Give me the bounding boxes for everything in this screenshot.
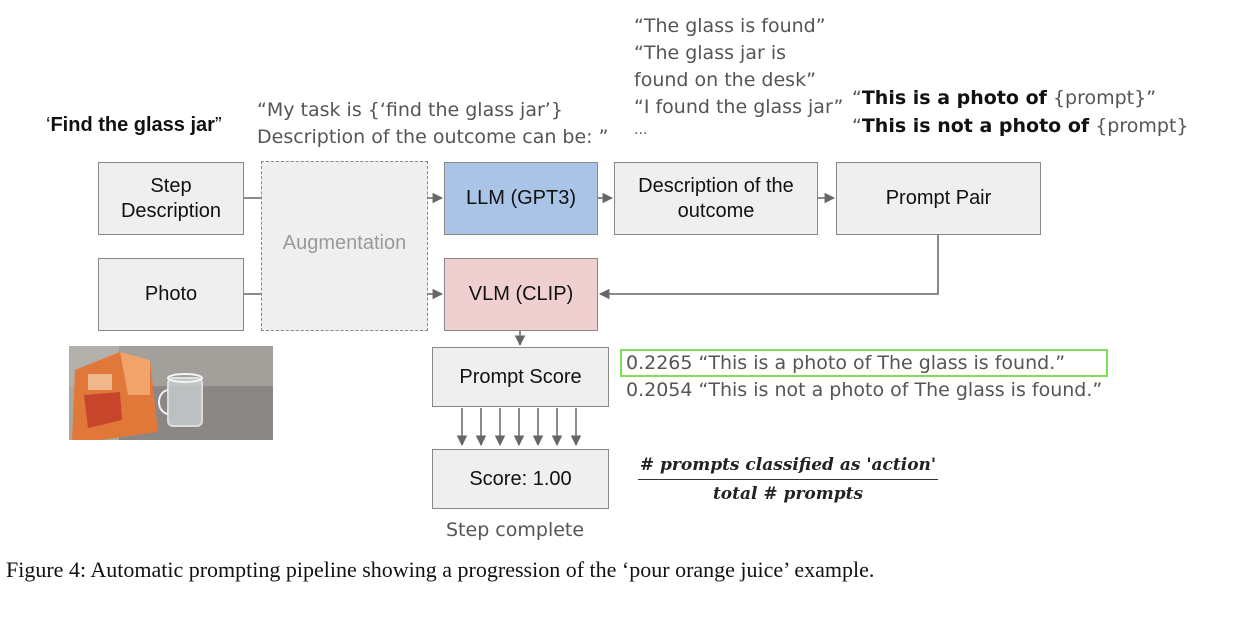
score-text-positive: “This is a photo of The glass is found.” [698,352,1066,374]
prompt-template-negative: “This is not a photo of {prompt} [852,115,1189,137]
score-highlight [620,349,1108,377]
score-result-negative: 0.2054 “This is not a photo of The glass… [626,376,1102,404]
step-status: Step complete [446,519,585,541]
augmentation-prompt: “My task is {‘find the glass jar’} Descr… [257,97,608,150]
vlm-box: VLM (CLIP) [444,258,598,331]
augmentation-prompt-line-1: “My task is {‘find the glass jar’} [257,99,563,121]
llm-output-ellipsis: ... [634,122,648,138]
task-label-text: Find the glass jar [50,114,215,136]
prompt-score-label: Prompt Score [459,365,582,388]
formula-numerator: # prompts classified as 'action' [638,455,938,480]
prompt-score-box: Prompt Score [432,347,609,407]
score-box: Score: 1.00 [432,449,609,509]
prompt-pair-box: Prompt Pair [836,162,1041,235]
step-description-box: Step Description [98,162,244,235]
score-formula: # prompts classified as 'action' total #… [638,455,938,504]
augmentation-box [261,161,428,331]
score-label: Score: 1.00 [469,467,572,490]
prompt-score-arrows [456,408,582,447]
score-value-negative: 0.2054 [626,379,693,401]
prompt-templates: “This is a photo of {prompt}” “This is n… [852,84,1189,140]
score-value-positive: 0.2265 [626,352,693,374]
score-result-positive: 0.2265 “This is a photo of The glass is … [626,349,1065,377]
photo-box: Photo [98,258,244,331]
description-outcome-label: Description of the outcome [638,174,794,222]
augmentation-prompt-line-2: Description of the outcome can be: ” [257,125,609,148]
prompt-template-positive: “This is a photo of {prompt}” [852,87,1157,109]
task-label: ‘Find the glass jar” [46,114,222,136]
llm-output-1: “The glass is found” [634,15,826,37]
llm-label: LLM (GPT3) [465,187,577,209]
step-description-label: Step Description [120,174,222,222]
figure-caption: Figure 4: Automatic prompting pipeline s… [6,557,875,582]
score-text-negative: “This is not a photo of The glass is fou… [698,379,1103,401]
prompt-pair-label: Prompt Pair [885,187,992,209]
llm-outputs: “The glass is found” “The glass jar is f… [634,13,843,139]
photo-thumbnail [69,346,273,440]
llm-output-2: “The glass jar is [634,42,786,64]
llm-output-4: “I found the glass jar” [634,96,844,118]
formula-denominator: total # prompts [712,484,864,504]
arrow-promptpair-to-vlm [598,235,939,300]
llm-box: LLM (GPT3) [444,162,598,235]
augmentation-label: Augmentation [282,232,407,254]
description-outcome-box: Description of the outcome [614,162,818,235]
vlm-label: VLM (CLIP) [468,283,574,305]
photo-label: Photo [144,283,198,305]
llm-output-3: found on the desk” [634,69,816,91]
